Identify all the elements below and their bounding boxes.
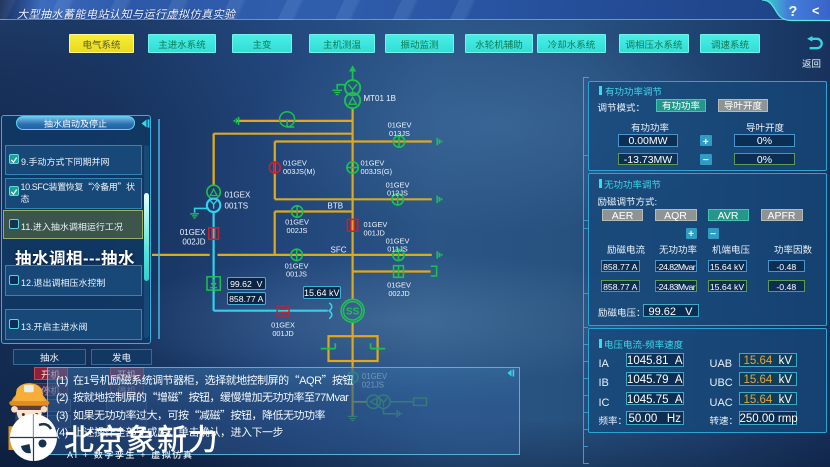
svg-text:002JD: 002JD <box>388 289 409 298</box>
svg-text:01GEV: 01GEV <box>285 217 309 226</box>
svg-text:01GEX: 01GEX <box>180 228 206 237</box>
svg-text:01GEV: 01GEV <box>387 281 411 290</box>
svg-text:<: < <box>812 4 819 18</box>
svg-text:01GEX: 01GEX <box>271 320 295 329</box>
svg-text:01GEV: 01GEV <box>361 158 385 167</box>
svg-text:01GEV: 01GEV <box>364 220 388 229</box>
svg-text:013JS: 013JS <box>389 129 410 138</box>
svg-text:BTB: BTB <box>328 202 344 211</box>
svg-text:001TS: 001TS <box>225 201 249 210</box>
svg-text:?: ? <box>789 4 798 20</box>
svg-text:01GEV: 01GEV <box>386 180 410 189</box>
svg-text:002JS: 002JS <box>287 226 308 235</box>
svg-text:001JD: 001JD <box>272 329 293 338</box>
svg-text:SS: SS <box>346 307 360 318</box>
svg-text:003JS(G): 003JS(G) <box>361 167 393 176</box>
svg-text:01GEV: 01GEV <box>362 372 388 381</box>
svg-text:001JS: 001JS <box>286 270 307 279</box>
svg-text:01GEX: 01GEX <box>225 190 251 199</box>
svg-text:003JS(M): 003JS(M) <box>283 167 315 176</box>
svg-text:01GEV: 01GEV <box>388 121 412 130</box>
svg-text:011JS: 011JS <box>387 244 407 253</box>
svg-text:MT01 1B: MT01 1B <box>364 94 396 103</box>
svg-text:01GEV: 01GEV <box>386 236 410 245</box>
svg-text:001JD: 001JD <box>364 228 385 237</box>
svg-text:002JD: 002JD <box>182 238 205 247</box>
svg-text:01GEV: 01GEV <box>285 261 309 270</box>
svg-text:SFC: SFC <box>331 246 347 255</box>
svg-text:012JS: 012JS <box>387 189 408 198</box>
svg-text:01GEV: 01GEV <box>283 158 307 167</box>
svg-text:021JS: 021JS <box>362 381 384 390</box>
